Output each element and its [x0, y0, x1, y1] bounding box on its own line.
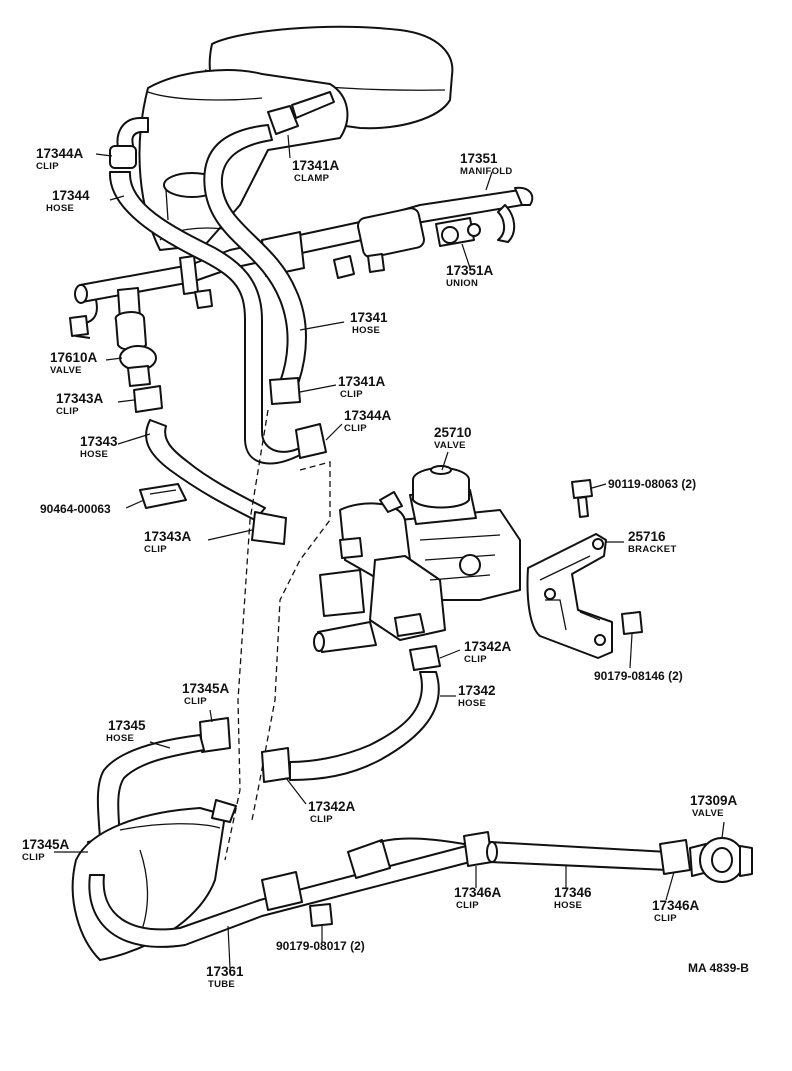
valve-17610A [114, 287, 157, 387]
exhaust-assembly [71, 799, 471, 961]
diagram-reference: MA 4839-B [688, 961, 749, 975]
label-90464-00063: 90464-00063 [40, 502, 111, 516]
label-17343A-upper-name: CLIP [56, 406, 79, 417]
label-17344-name: HOSE [46, 203, 74, 214]
clip-17343A-upper [133, 385, 163, 413]
clip-17346A-right [659, 839, 691, 875]
label-17345-num: 17345 [108, 718, 146, 733]
label-25710-num: 25710 [434, 425, 472, 440]
label-17351A-num: 17351A [446, 263, 494, 278]
label-17341A-clip-name: CLIP [340, 389, 363, 400]
routing-line-a [224, 409, 269, 861]
label-17351-name: MANIFOLD [460, 166, 513, 177]
label-17345A-lower-name: CLIP [22, 852, 45, 863]
label-90179-08146: 90179-08146 (2) [594, 669, 683, 683]
label-17346-num: 17346 [554, 885, 592, 900]
label-17345A-upper-num: 17345A [182, 681, 230, 696]
label-17345-name: HOSE [106, 733, 134, 744]
label-17344A-name: CLIP [36, 161, 59, 172]
label-17342A-upper-num: 17342A [464, 639, 512, 654]
label-17361-num: 17361 [206, 964, 244, 979]
callout-labels: 17344A CLIP 17344 HOSE 17341A CLAMP 1735… [22, 146, 749, 990]
label-17343A-upper-num: 17343A [56, 391, 104, 406]
label-90119-08063: 90119-08063 (2) [608, 477, 696, 491]
label-17346A-left-num: 17346A [454, 885, 502, 900]
label-17351A-name: UNION [446, 278, 478, 289]
label-17610A-name: VALVE [50, 365, 82, 376]
clamp-17341A-top [267, 105, 299, 135]
label-17342A-lower-name: CLIP [310, 814, 333, 825]
label-17342-name: HOSE [458, 698, 486, 709]
label-17309A-num: 17309A [690, 793, 738, 808]
leader-lines [54, 134, 725, 969]
clip-17342A-lower [261, 747, 291, 783]
hose-17344-upper [116, 117, 149, 151]
label-17344-num: 17344 [52, 188, 90, 203]
label-17343A-lower-name: CLIP [144, 544, 167, 555]
label-17610A-num: 17610A [50, 350, 98, 365]
label-17344A-num: 17344A [36, 146, 84, 161]
manifold-pipe [69, 186, 534, 339]
label-17361-name: TUBE [208, 979, 235, 990]
label-17346-name: HOSE [554, 900, 582, 911]
label-17343A-lower-num: 17343A [144, 529, 192, 544]
label-17341A-clamp-name: CLAMP [294, 173, 330, 184]
label-25716-name: BRACKET [628, 544, 677, 555]
clip-17342A-upper [409, 645, 441, 671]
routing-line-b [251, 461, 331, 821]
clip-17344A-upper [109, 145, 137, 169]
label-17346A-left-name: CLIP [456, 900, 479, 911]
bracket-25716 [526, 533, 613, 659]
label-17346A-right-name: CLIP [654, 913, 677, 924]
label-17342A-upper-name: CLIP [464, 654, 487, 665]
valve-25710-assembly [313, 465, 521, 653]
label-17341A-clip-num: 17341A [338, 374, 386, 389]
label-17344A-mid-num: 17344A [344, 408, 392, 423]
hose-17346 [489, 841, 669, 871]
label-17344A-mid-name: CLIP [344, 423, 367, 434]
hose-17342 [289, 671, 440, 781]
clip-17341A-mid [269, 377, 301, 405]
part-90464-00063 [139, 483, 187, 509]
bolt-90119-08063 [571, 479, 593, 518]
label-17343-num: 17343 [80, 434, 118, 449]
label-17342A-lower-num: 17342A [308, 799, 356, 814]
label-17345A-lower-num: 17345A [22, 837, 70, 852]
clip-17345A-upper [199, 717, 231, 753]
label-90179-08017: 90179-08017 (2) [276, 939, 365, 953]
valve-17309A [689, 837, 753, 883]
label-17341-name: HOSE [352, 325, 380, 336]
label-17351-num: 17351 [460, 151, 498, 166]
label-17345A-upper-name: CLIP [184, 696, 207, 707]
label-17343-name: HOSE [80, 449, 108, 460]
label-17309A-name: VALVE [692, 808, 724, 819]
label-17342-num: 17342 [458, 683, 496, 698]
clip-17344A-mid [295, 423, 327, 459]
label-17341-num: 17341 [350, 310, 388, 325]
label-25710-name: VALVE [434, 440, 466, 451]
label-25716-num: 25716 [628, 529, 666, 544]
label-17346A-right-num: 17346A [652, 898, 700, 913]
label-17341A-clamp-num: 17341A [292, 158, 340, 173]
nut-90179-08146 [621, 611, 643, 635]
clip-17343A-lower [251, 511, 287, 545]
